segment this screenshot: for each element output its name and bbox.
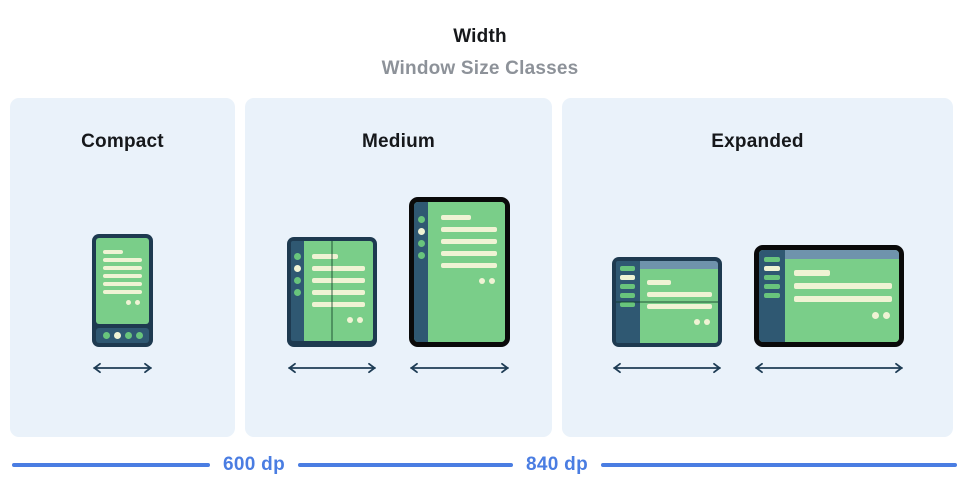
text-line [441, 251, 497, 256]
phone-navbar [96, 328, 149, 343]
more-dots [441, 278, 495, 284]
app-bar [639, 261, 718, 269]
text-line [312, 302, 365, 307]
content-area [784, 259, 899, 342]
text-line [103, 290, 142, 294]
app-bar [784, 250, 899, 259]
more-dots [794, 312, 890, 319]
diagram-subtitle: Window Size Classes [381, 58, 579, 79]
diagram-title: Width [453, 26, 507, 47]
panel-expanded: Expanded [562, 98, 953, 437]
content-area [639, 269, 718, 343]
text-line [793, 296, 892, 302]
main-pane [639, 261, 718, 343]
more-dots [103, 300, 140, 305]
text-line [793, 270, 830, 276]
size-class-panels: Compact [10, 98, 953, 437]
text-line [312, 266, 365, 271]
more-dots [647, 319, 710, 325]
text-line [441, 239, 497, 244]
drawer-item-bar [620, 266, 635, 271]
panel-medium: Medium [245, 98, 552, 437]
drawer-item-bar [620, 302, 635, 307]
panel-title-medium: Medium [362, 131, 435, 152]
double-arrow-icon [612, 362, 721, 374]
device-block-tablet-portrait [407, 197, 512, 374]
tablet-portrait-illustration [409, 197, 510, 347]
tablet-screen [428, 202, 505, 342]
text-line [441, 215, 471, 220]
fold-line [331, 241, 333, 341]
device-block-foldable-landscape [610, 257, 724, 374]
rail-dot [417, 240, 425, 247]
drawer-item-bar [620, 284, 635, 289]
text-line [793, 283, 892, 289]
text-line [312, 254, 338, 259]
drawer-item-bar [763, 257, 780, 262]
rail-dot [294, 265, 301, 272]
text-line [441, 227, 497, 232]
drawer-item-bar [763, 293, 780, 298]
nav-drawer [615, 261, 640, 343]
text-line [103, 282, 142, 286]
axis-line-segment [12, 463, 210, 467]
nav-rail [414, 202, 428, 342]
text-line [646, 304, 712, 309]
double-arrow-icon [410, 362, 509, 374]
axis-label-840dp: 840 dp [526, 454, 588, 475]
nav-dot [135, 332, 143, 339]
panel-title-compact: Compact [81, 131, 164, 152]
device-row-medium [245, 197, 552, 374]
nav-dot [102, 332, 110, 339]
drawer-item-bar [763, 275, 780, 280]
phone-screen [96, 238, 149, 324]
panel-compact: Compact [10, 98, 235, 437]
drawer-item-bar [620, 293, 635, 298]
fold-line [615, 301, 718, 303]
text-line [646, 292, 712, 297]
more-dots [312, 317, 363, 323]
nav-rail [291, 241, 304, 341]
dp-threshold-axis: 600 dp 840 dp [0, 453, 960, 477]
text-line [312, 290, 365, 295]
rail-dot [417, 228, 425, 235]
text-line [103, 250, 123, 254]
double-arrow-icon [754, 362, 903, 374]
drawer-item-bar [763, 266, 780, 271]
device-row-expanded [562, 245, 953, 374]
text-line [646, 280, 671, 285]
rail-dot [417, 252, 425, 259]
axis-line-segment [601, 463, 957, 467]
diagram-header: Width Window Size Classes [0, 26, 960, 80]
rail-dot [417, 216, 425, 223]
drawer-item-bar [620, 275, 635, 280]
text-line [103, 274, 142, 278]
device-row-compact [10, 234, 235, 374]
double-arrow-icon [288, 362, 376, 374]
foldable-screen [304, 241, 373, 341]
rail-dot [294, 253, 301, 260]
double-arrow-icon [93, 362, 152, 374]
panel-title-expanded: Expanded [711, 131, 804, 152]
phone-portrait-illustration [92, 234, 153, 347]
rail-dot [294, 277, 301, 284]
device-block-foldable-portrait [285, 237, 379, 374]
text-line [103, 266, 142, 270]
drawer-item-bar [763, 284, 780, 289]
rail-dot [294, 289, 301, 296]
main-pane [784, 250, 899, 342]
text-line [103, 258, 142, 262]
nav-dot [113, 332, 121, 339]
text-line [312, 278, 365, 283]
axis-line-segment [298, 463, 513, 467]
axis-label-600dp: 600 dp [223, 454, 285, 475]
tablet-landscape-illustration [753, 245, 904, 347]
nav-dot [124, 332, 132, 339]
nav-drawer [758, 250, 785, 342]
device-block-phone [90, 234, 155, 374]
foldable-landscape-illustration [611, 257, 722, 347]
device-block-tablet-landscape [752, 245, 906, 374]
foldable-portrait-illustration [287, 237, 377, 347]
text-line [441, 263, 497, 268]
